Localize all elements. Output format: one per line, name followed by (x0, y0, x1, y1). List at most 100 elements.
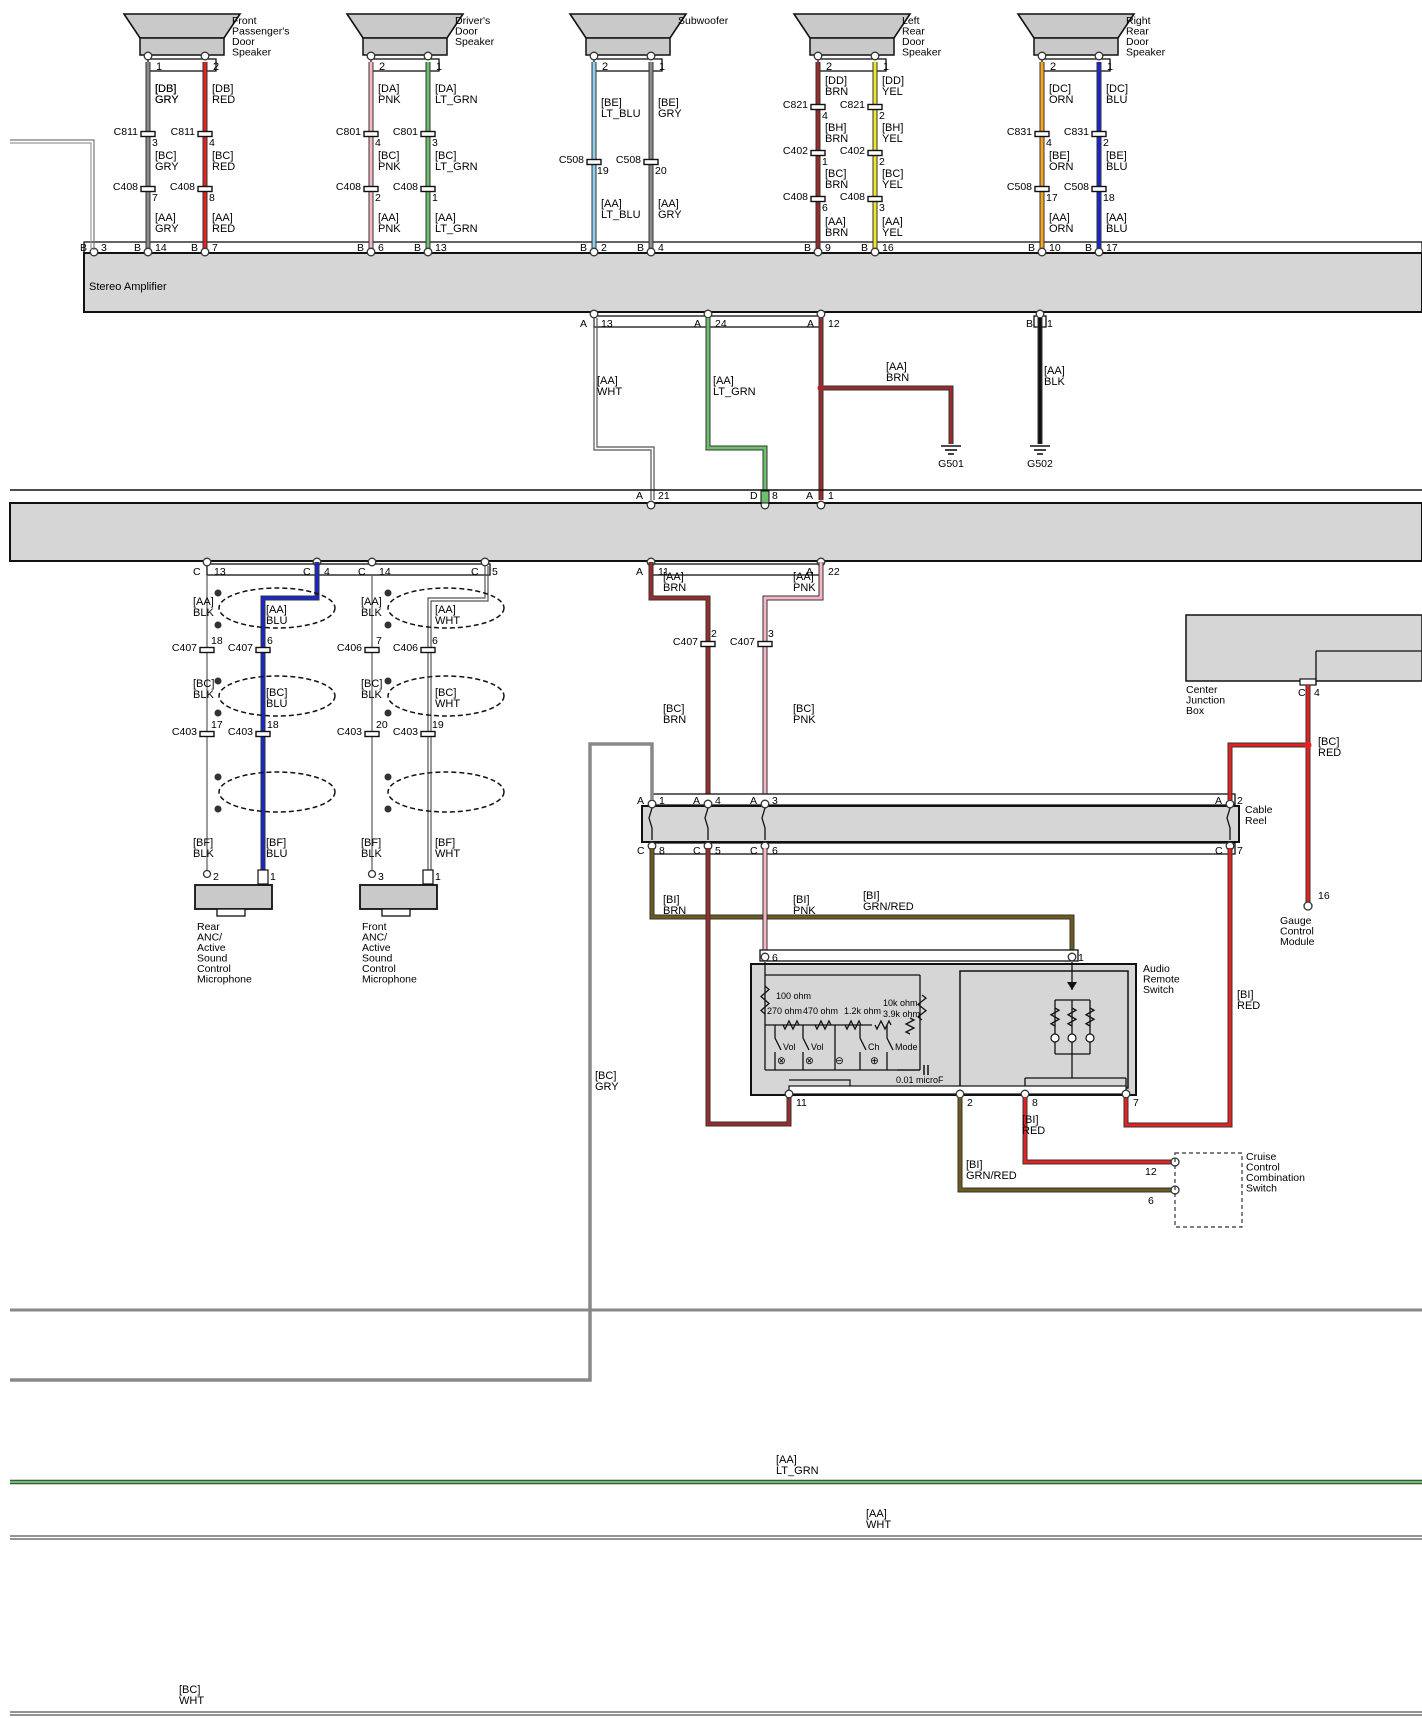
connector-label: C403 (337, 726, 362, 738)
connector-label: C403 (172, 726, 197, 738)
speaker-label: Front (232, 15, 257, 27)
speaker-label: Door (232, 36, 255, 48)
wire-label: [DC] (1106, 83, 1128, 95)
speaker-terminal (1094, 51, 1104, 61)
module-pin-number: 1 (828, 490, 834, 502)
switch-label: Audio (1143, 963, 1170, 975)
amp-bottom-terminal (816, 309, 826, 319)
amp-top-terminal (1094, 247, 1104, 257)
reel-conn-letter: C (693, 845, 701, 857)
reel-contact (648, 807, 653, 840)
module-conn-letter: C (303, 566, 311, 578)
diode-symbol (1067, 982, 1077, 990)
reel-contact (761, 807, 766, 840)
inline-connector-c801 (363, 130, 379, 138)
wire-label: [AA] (793, 571, 814, 583)
amp-top-terminal (589, 247, 599, 257)
wire-label: RED (212, 161, 235, 173)
speaker-magnet (809, 37, 895, 56)
amp-conn-letter: B (414, 242, 421, 254)
cable-reel (641, 805, 1240, 843)
inline-connector-c407 (757, 640, 773, 648)
speaker-terminal (589, 51, 599, 61)
wire-label: GRY (155, 94, 179, 106)
connector-label: C406 (393, 642, 418, 654)
inline-connector-c402 (810, 149, 826, 157)
wire-label: BLU (1106, 94, 1127, 106)
reel-terminal (647, 799, 657, 809)
amp-wht-wire-a (593, 318, 652, 500)
cjb-connector (1299, 678, 1317, 686)
connector-pin-number: 3 (432, 137, 438, 149)
wire-label: [DA] (435, 83, 456, 95)
connector-pin-number: 6 (822, 202, 828, 214)
connector-pin-number: 4 (1046, 137, 1052, 149)
speaker-cone (1016, 13, 1136, 39)
module-pin-number: 13 (214, 566, 226, 578)
wire-label: [BC] (825, 168, 846, 180)
reel-pin-number: 4 (715, 795, 721, 807)
wire-label: BLK (361, 689, 382, 701)
connector-pin-number: 20 (376, 719, 388, 731)
inline-connector-c508 (643, 158, 659, 166)
bi-brn-wire-core (706, 848, 791, 1126)
capacitor-label: 0.01 microF (896, 1075, 944, 1085)
wire-label: BRN (825, 179, 848, 191)
reel-brn-wire-core (649, 562, 710, 800)
amp-top-terminal (870, 247, 880, 257)
wire-label: [BC] (193, 678, 214, 690)
wire-label: GRN/RED (966, 1170, 1017, 1182)
bi-red-wire-core (1124, 848, 1232, 1127)
switch-led-section (959, 970, 1129, 1089)
resistor-symbol (904, 1017, 916, 1035)
amp-pin-number: 17 (1106, 242, 1118, 254)
connector-label: C408 (113, 181, 138, 193)
bi-red-wire (1123, 848, 1233, 1128)
connector-pin-number: 20 (655, 165, 667, 177)
wire-label: [AA] (1106, 212, 1127, 224)
speaker-cone (568, 13, 688, 39)
cjb-pin: C (1298, 687, 1306, 699)
connector-label: C508 (1064, 181, 1089, 193)
wire-label: [BE] (658, 97, 679, 109)
resistor-symbol (814, 1019, 832, 1031)
wire-label: [AA] (1044, 365, 1065, 377)
wire-label: WHT (179, 1695, 204, 1707)
amp-bottom-terminal (1035, 309, 1045, 319)
amp-conn-letter: A (580, 318, 587, 330)
reel-terminal (1225, 799, 1235, 809)
wire-label: [BI] (1237, 989, 1254, 1001)
reel-pin-number: 2 (1237, 795, 1243, 807)
amp-pin-number: 13 (435, 242, 447, 254)
connector-pin-number: 18 (267, 719, 279, 731)
switch-pin: 11 (796, 1097, 807, 1109)
inline-connector-c403 (420, 730, 436, 738)
amp-grn-wire-core (706, 318, 767, 500)
inline-connector-c407 (255, 646, 271, 654)
wire-label: [AA] (866, 1508, 887, 1520)
speaker-label: Speaker (455, 36, 495, 48)
amp-top-terminal (200, 247, 210, 257)
wire-label: [BC] (435, 150, 456, 162)
wire-label: GRY (595, 1081, 619, 1093)
stereo-amplifier (83, 252, 1422, 313)
connector-pin-number: 2 (1103, 137, 1109, 149)
wire-label: RED (212, 223, 235, 235)
wire-label: [DC] (1049, 83, 1071, 95)
module-pin-number: 21 (658, 490, 670, 502)
wire-label: [AA] (601, 198, 622, 210)
inline-connector-c508 (1091, 185, 1107, 193)
module-conn-letter: C (193, 566, 201, 578)
switch-pin: 6 (772, 952, 778, 964)
wire-label: PNK (378, 161, 401, 173)
resistor-symbol (782, 1019, 800, 1031)
resistor-symbol (844, 1019, 862, 1031)
stereo-amplifier-label: Stereo Amplifier (89, 281, 167, 293)
wire-label: BLK (193, 689, 214, 701)
connector-pin-number: 2 (879, 156, 885, 168)
connector-label: C408 (336, 181, 361, 193)
mic-terminal-box (257, 869, 269, 885)
amp-top-terminal (646, 247, 656, 257)
bi-red-cruise-wire (1022, 1097, 1175, 1165)
amp-pin-number: 2 (601, 242, 607, 254)
